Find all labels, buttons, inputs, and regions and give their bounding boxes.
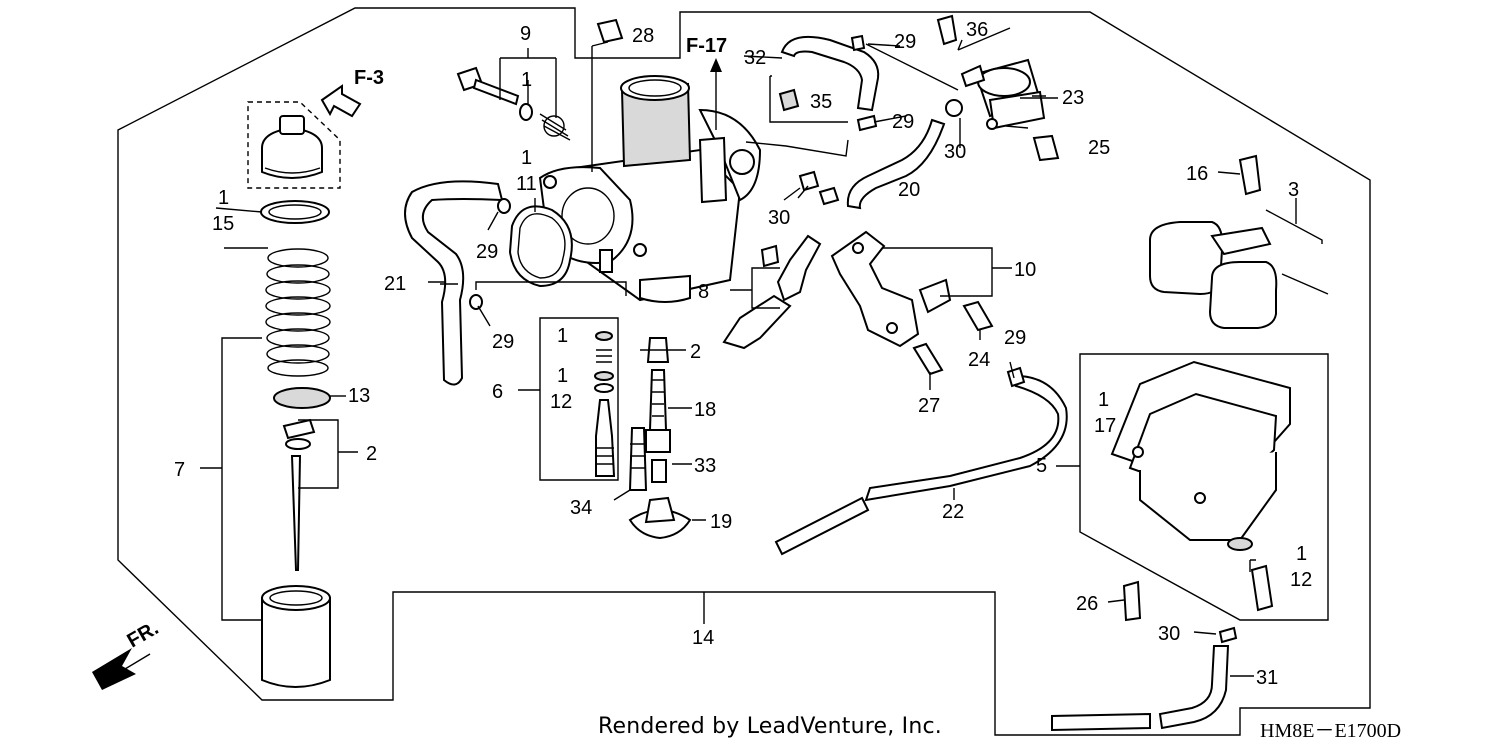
float-3 bbox=[1149, 221, 1329, 329]
callout-18: 18 bbox=[694, 399, 716, 421]
callout-10: 10 bbox=[1014, 259, 1036, 281]
footer-credit: Rendered by LeadVenture, Inc. bbox=[598, 714, 942, 739]
callout-33: 33 bbox=[694, 455, 716, 477]
callout-23: 23 bbox=[1062, 87, 1084, 109]
callout-1f: 1 bbox=[1098, 389, 1109, 411]
callout-24: 24 bbox=[968, 349, 990, 371]
link-plate-8 bbox=[722, 294, 792, 350]
jet-33 bbox=[651, 459, 667, 483]
callout-29c: 29 bbox=[476, 241, 498, 263]
callout-28: 28 bbox=[632, 25, 654, 47]
gasket-11 bbox=[508, 205, 573, 288]
fuel-pump-23 bbox=[960, 58, 1046, 130]
callout-5: 5 bbox=[1036, 455, 1047, 477]
callout-1a: 1 bbox=[521, 69, 532, 91]
callout-35: 35 bbox=[810, 91, 832, 113]
callout-12a: 12 bbox=[550, 391, 572, 413]
screw-9 bbox=[456, 66, 571, 141]
screw-26 bbox=[1122, 580, 1142, 622]
callout-1e: 1 bbox=[557, 365, 568, 387]
cap-nut-28 bbox=[596, 18, 624, 44]
callout-21: 21 bbox=[384, 273, 406, 295]
carburetor-body bbox=[538, 75, 762, 303]
callout-30b: 30 bbox=[768, 207, 790, 229]
callout-15: 15 bbox=[212, 213, 234, 235]
f17-arrow bbox=[710, 58, 722, 72]
callout-fr: FR. bbox=[124, 617, 163, 652]
throttle-cam-8 bbox=[776, 234, 822, 302]
retainer-13 bbox=[273, 387, 331, 409]
callout-2a: 2 bbox=[690, 341, 701, 363]
callout-20: 20 bbox=[898, 179, 920, 201]
assembly-boundary bbox=[117, 7, 1371, 736]
callout-30c: 30 bbox=[1158, 623, 1180, 645]
callout-36: 36 bbox=[966, 19, 988, 41]
callout-19: 19 bbox=[710, 511, 732, 533]
top-cap-group bbox=[247, 101, 341, 189]
callout-8: 8 bbox=[698, 281, 709, 303]
callout-29b: 29 bbox=[892, 111, 914, 133]
clamp-29 bbox=[850, 34, 866, 52]
hose-20 bbox=[846, 118, 946, 210]
callout-17: 17 bbox=[1094, 415, 1116, 437]
callout-1b: 1 bbox=[521, 147, 532, 169]
pilot-screw bbox=[595, 399, 616, 477]
callout-32: 32 bbox=[744, 47, 766, 69]
callout-1d: 1 bbox=[557, 325, 568, 347]
hose-22 bbox=[864, 374, 1068, 502]
callout-31: 31 bbox=[1256, 667, 1278, 689]
hose-31 bbox=[1158, 645, 1230, 730]
f3-arrow bbox=[320, 84, 362, 118]
clamp-29b bbox=[856, 114, 878, 132]
float-bowl-5 bbox=[1110, 360, 1291, 551]
needle-clip-2 bbox=[282, 418, 316, 440]
pill-35 bbox=[778, 88, 800, 112]
float-valve-16 bbox=[1238, 154, 1262, 196]
callout-16: 16 bbox=[1186, 163, 1208, 185]
callout-6: 6 bbox=[492, 381, 503, 403]
clamp-30b bbox=[1218, 626, 1238, 644]
callout-1g: 1 bbox=[1296, 543, 1307, 565]
front-arrow bbox=[92, 648, 136, 690]
screw-27 bbox=[912, 342, 944, 376]
callout-11: 11 bbox=[516, 173, 537, 195]
drain-screw-12 bbox=[1250, 564, 1274, 612]
callout-26: 26 bbox=[1076, 593, 1098, 615]
throttle-slide bbox=[261, 585, 331, 688]
callout-2b: 2 bbox=[366, 443, 377, 465]
callout-12b: 12 bbox=[1290, 569, 1312, 591]
callout-25: 25 bbox=[1088, 137, 1110, 159]
callout-f3: F-3 bbox=[354, 67, 384, 89]
bolt-25 bbox=[1032, 134, 1060, 162]
spring-7 bbox=[265, 248, 331, 377]
clamp-29c bbox=[1006, 366, 1026, 388]
callout-22: 22 bbox=[942, 501, 964, 523]
jet-needle bbox=[290, 455, 302, 571]
callout-29d: 29 bbox=[1004, 327, 1026, 349]
diagram-code: HM8E－E1700D bbox=[1260, 720, 1402, 742]
bolt-36 bbox=[936, 14, 958, 46]
callout-13: 13 bbox=[348, 385, 370, 407]
washer-30 bbox=[945, 99, 963, 117]
callout-29e: 29 bbox=[492, 331, 514, 353]
callout-30a: 30 bbox=[944, 141, 966, 163]
callout-14: 14 bbox=[692, 627, 714, 649]
callout-29a: 29 bbox=[894, 31, 916, 53]
bracket-10 bbox=[830, 230, 920, 348]
callout-f17: F-17 bbox=[686, 35, 727, 57]
hose-32 bbox=[780, 36, 880, 112]
callout-7: 7 bbox=[174, 459, 185, 481]
callout-9: 9 bbox=[520, 23, 531, 45]
callout-27: 27 bbox=[918, 395, 940, 417]
pilot-jet-34 bbox=[628, 427, 648, 491]
callout-1c: 1 bbox=[218, 187, 229, 209]
screw-24 bbox=[962, 300, 994, 332]
hose-21 bbox=[404, 180, 504, 386]
clamp-30 bbox=[798, 170, 820, 192]
callout-34: 34 bbox=[570, 497, 592, 519]
needle-jet-18 bbox=[648, 369, 668, 431]
callout-3: 3 bbox=[1288, 179, 1299, 201]
clip-10 bbox=[918, 278, 952, 314]
